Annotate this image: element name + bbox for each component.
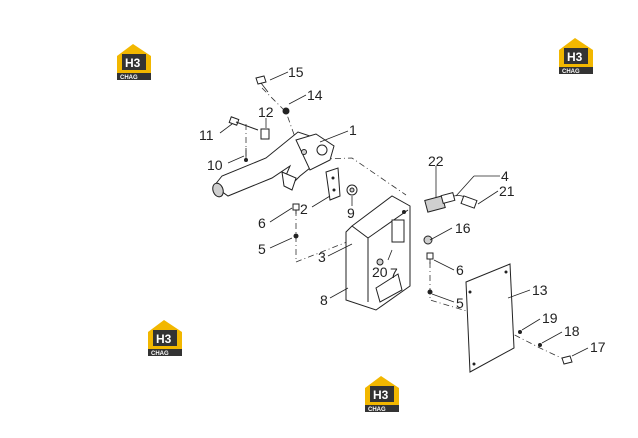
assembly-line bbox=[295, 239, 353, 263]
watermark-brand: CHAG bbox=[120, 75, 138, 81]
callout-2: 2 bbox=[300, 201, 308, 217]
assembly-line bbox=[261, 87, 297, 141]
part-13-cover-plate bbox=[465, 263, 515, 373]
callout-22: 22 bbox=[428, 153, 444, 169]
part-1-lever bbox=[212, 131, 335, 198]
watermark-logo: H3 CHAG bbox=[365, 376, 399, 413]
watermark-logo: H3 CHAG bbox=[148, 320, 182, 357]
watermark-logo: H3 CHAG bbox=[559, 38, 593, 75]
part-15-bolt bbox=[255, 75, 269, 93]
part-2-bracket bbox=[325, 167, 341, 201]
part-5-washer bbox=[427, 289, 433, 295]
part-5-washer bbox=[293, 233, 299, 239]
callout-11: 11 bbox=[199, 127, 214, 143]
part-17-screw bbox=[561, 355, 573, 365]
callout-7: 7 bbox=[390, 265, 398, 281]
part-6-screw bbox=[426, 252, 434, 264]
part-6-screw bbox=[292, 203, 300, 214]
part-22-sensor bbox=[424, 191, 471, 213]
part-21-connector bbox=[460, 195, 478, 209]
part-11-pin bbox=[228, 116, 259, 131]
watermark-logo: H3 CHAG bbox=[117, 44, 151, 81]
callout-16: 16 bbox=[455, 220, 471, 236]
part-16-nut bbox=[423, 235, 433, 245]
callout-17: 17 bbox=[590, 339, 606, 355]
callout-12: 12 bbox=[258, 104, 274, 120]
watermark-brand: CHAG bbox=[151, 351, 169, 357]
leader-lines bbox=[219, 71, 589, 357]
watermark-initials: H3 bbox=[125, 56, 141, 70]
callout-5: 5 bbox=[456, 295, 464, 311]
part-10-pin bbox=[244, 148, 248, 162]
watermark-brand: CHAG bbox=[562, 69, 580, 75]
callout-21: 21 bbox=[499, 183, 515, 199]
callout-8: 8 bbox=[320, 292, 328, 308]
callout-6: 6 bbox=[456, 262, 464, 278]
callout-labels: 15 14 12 1 11 10 2 9 22 4 21 6 5 3 16 20… bbox=[199, 64, 606, 355]
callout-14: 14 bbox=[307, 87, 323, 103]
watermark-initials: H3 bbox=[567, 50, 583, 64]
part-12-bushing bbox=[260, 128, 270, 140]
callout-9: 9 bbox=[347, 205, 355, 221]
callout-3: 3 bbox=[318, 249, 326, 265]
part-18-washer bbox=[538, 343, 542, 347]
watermark-brand: CHAG bbox=[368, 407, 386, 413]
part-19-washer bbox=[518, 330, 522, 334]
watermark-initials: H3 bbox=[373, 388, 389, 402]
watermark-initials: H3 bbox=[156, 332, 172, 346]
callout-18: 18 bbox=[564, 323, 580, 339]
callout-13: 13 bbox=[532, 282, 548, 298]
callout-1: 1 bbox=[349, 122, 357, 138]
callout-19: 19 bbox=[542, 310, 558, 326]
callout-15: 15 bbox=[288, 64, 304, 80]
callout-6: 6 bbox=[258, 215, 266, 231]
callout-5: 5 bbox=[258, 241, 266, 257]
part-3-housing bbox=[345, 195, 411, 311]
part-14-nut bbox=[282, 107, 290, 115]
callout-20: 20 bbox=[372, 264, 388, 280]
callout-10: 10 bbox=[207, 157, 223, 173]
callout-4: 4 bbox=[501, 168, 509, 184]
